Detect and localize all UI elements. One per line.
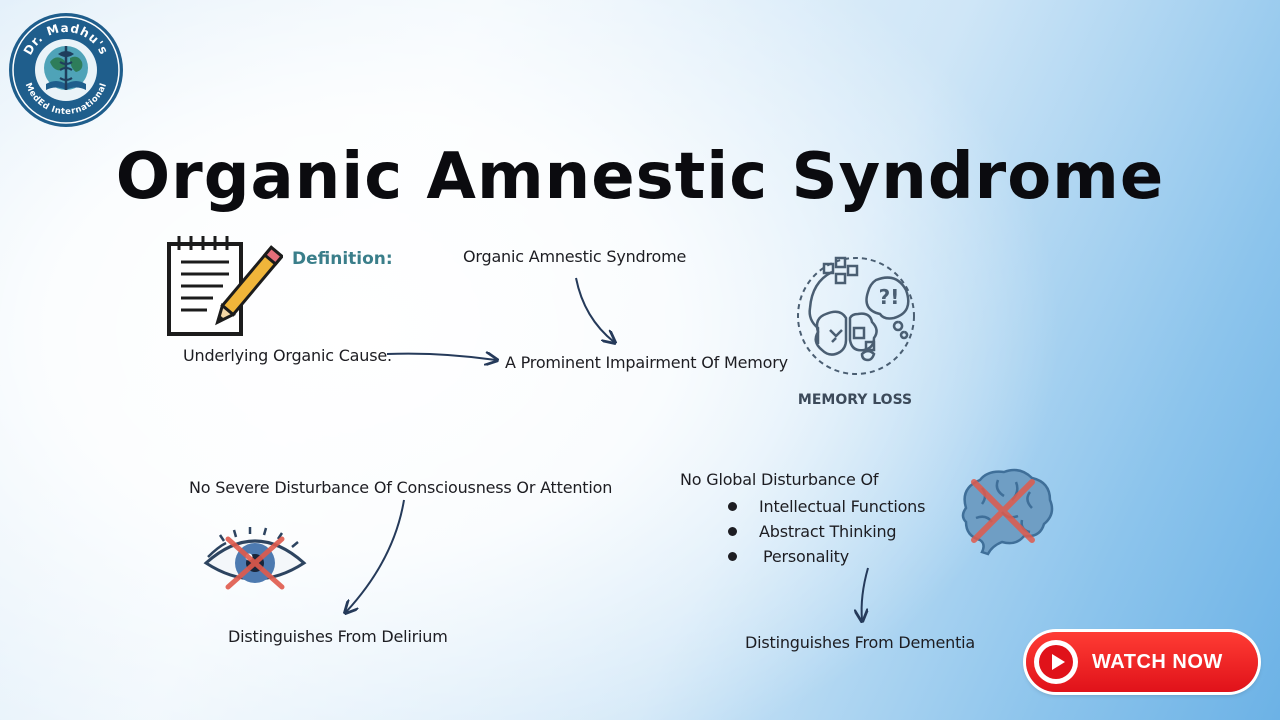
list-item: Abstract Thinking xyxy=(722,519,925,544)
bullet xyxy=(728,527,737,536)
consciousness-criterion-text: No Severe Disturbance Of Consciousness O… xyxy=(189,478,613,497)
list-item: Intellectual Functions xyxy=(722,494,925,519)
dementia-conclusion-text: Distinguishes From Dementia xyxy=(745,633,976,652)
function-list: Intellectual Functions Abstract Thinking… xyxy=(722,494,925,569)
consciousness-to-delirium-arrow xyxy=(346,499,405,612)
global-to-dementia-arrow xyxy=(862,567,868,620)
definition-label: Definition: xyxy=(292,249,393,269)
list-item-label: Personality xyxy=(763,547,850,566)
list-item: Personality xyxy=(722,544,925,569)
cause-to-impairment-arrow xyxy=(386,354,496,360)
play-icon xyxy=(1034,640,1078,684)
bullet xyxy=(728,502,737,511)
memory-loss-label: MEMORY LOSS xyxy=(797,392,913,408)
delirium-conclusion-text: Distinguishes From Delirium xyxy=(228,627,448,646)
global-criterion-text: No Global Disturbance Of xyxy=(680,470,879,489)
syndrome-to-impairment-arrow xyxy=(575,277,614,342)
svg-text:?!: ?! xyxy=(879,285,900,309)
watch-now-button[interactable]: WATCH NOW xyxy=(1026,632,1258,692)
page-title: Organic Amnestic Syndrome xyxy=(115,140,1165,214)
brain-memory-loss-icon: ?! xyxy=(797,256,915,375)
bullet xyxy=(728,552,737,561)
crossed-eye-icon xyxy=(203,527,307,590)
list-item-label: Intellectual Functions xyxy=(759,497,926,516)
crossed-brain-icon xyxy=(961,468,1054,556)
medEd-logo: Dr. Madhu's MedEd International xyxy=(9,13,123,127)
list-item-label: Abstract Thinking xyxy=(759,522,897,541)
impairment-text: A Prominent Impairment Of Memory xyxy=(505,353,788,372)
cause-text: Underlying Organic Cause. xyxy=(183,346,392,365)
notebook-pencil-icon xyxy=(167,236,283,336)
syndrome-text: Organic Amnestic Syndrome xyxy=(463,247,687,266)
watch-now-label: WATCH NOW xyxy=(1092,650,1223,673)
